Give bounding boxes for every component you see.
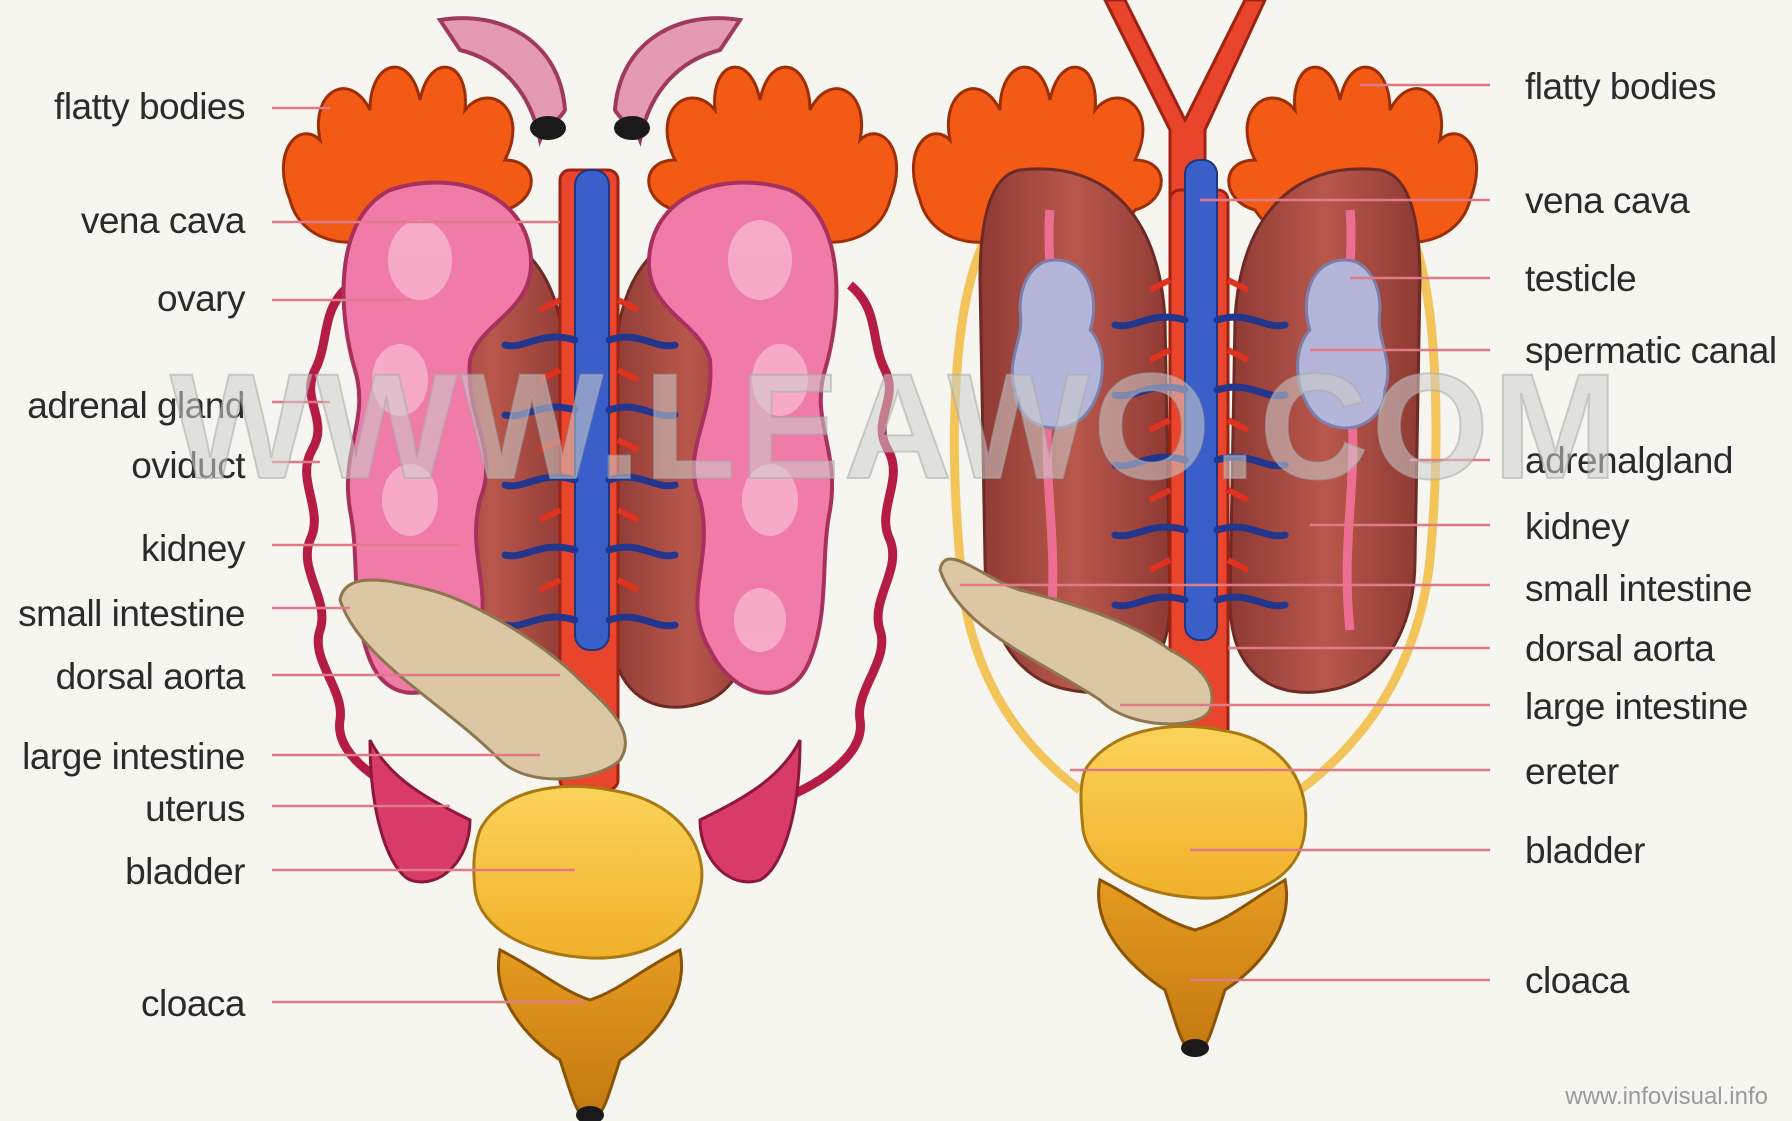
vena-cava-male (1185, 160, 1217, 640)
vena-cava-female (575, 170, 609, 650)
bladder-male (1081, 726, 1306, 898)
label-male-kidney: kidney (1525, 508, 1629, 545)
label-female-ovary: ovary (157, 280, 245, 317)
kidney-male-right (1230, 169, 1420, 692)
uterus-right (700, 740, 800, 882)
label-female-vena-cava: vena cava (81, 202, 245, 239)
label-female-uterus: uterus (145, 790, 245, 827)
label-female-small-intestine: small intestine (18, 595, 245, 632)
label-female-large-intestine: large intestine (22, 738, 245, 775)
label-female-adrenal-gland: adrenal gland (27, 387, 245, 424)
bladder-female (474, 786, 702, 958)
label-female-cloaca: cloaca (141, 985, 245, 1022)
female-organs (283, 18, 896, 1121)
label-male-fat-bodies: flatty bodies (1525, 68, 1716, 105)
label-male-testicle: testicle (1525, 260, 1636, 297)
label-male-ureter: ereter (1525, 753, 1619, 790)
label-female-dorsal-aorta: dorsal aorta (56, 658, 245, 695)
source-credit: www.infovisual.info (1565, 1083, 1768, 1111)
cloaca-female (498, 950, 681, 1115)
label-male-large-intestine: large intestine (1525, 688, 1748, 725)
testicle-right (1298, 260, 1388, 428)
label-male-small-intestine: small intestine (1525, 570, 1752, 607)
label-female-fat-bodies: flatty bodies (54, 88, 245, 125)
label-male-bladder: bladder (1525, 832, 1645, 869)
uterus-left (370, 740, 470, 882)
label-female-oviduct: oviduct (131, 447, 245, 484)
label-female-bladder: bladder (125, 853, 245, 890)
label-male-adrenal-gland: adrenalgland (1525, 442, 1733, 479)
label-male-spermatic-canal: spermatic canal (1525, 332, 1777, 369)
male-organs (913, 0, 1476, 1057)
cloaca-male (1099, 880, 1287, 1048)
label-male-dorsal-aorta: dorsal aorta (1525, 630, 1714, 667)
testicle-left (1012, 260, 1102, 428)
label-female-kidney: kidney (141, 530, 245, 567)
label-male-cloaca: cloaca (1525, 962, 1629, 999)
label-male-vena-cava: vena cava (1525, 182, 1689, 219)
